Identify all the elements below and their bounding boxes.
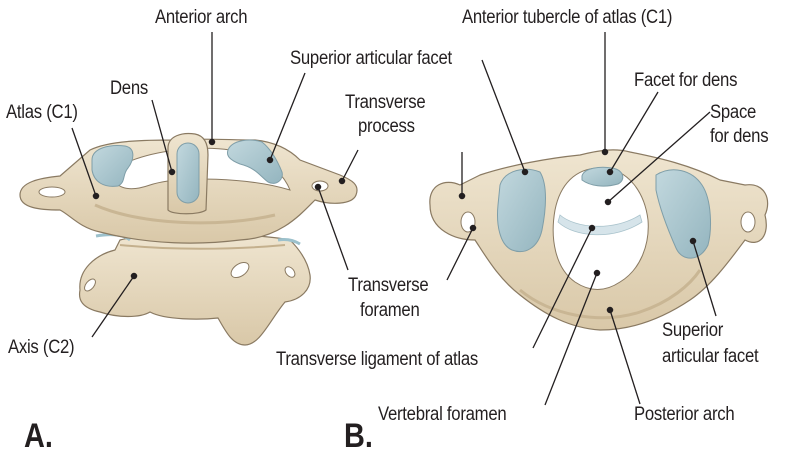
facet-right-a: [227, 139, 283, 184]
label-anterior-tubercle: Anterior tubercle of atlas (C1): [462, 7, 673, 28]
label-vertebral-foramen: Vertebral foramen: [378, 404, 507, 425]
label-space-for-dens-line1: Space: [710, 102, 757, 123]
facet-left-b: [497, 168, 546, 253]
label-superior-articular-facet-a: Superior articular facet: [290, 48, 452, 69]
facet-for-dens: [581, 166, 624, 187]
label-superior-articular-facet-b-line1: Superior: [662, 320, 724, 341]
panel-label-b: B.: [344, 417, 373, 455]
label-superior-articular-facet-b-line2: articular facet: [662, 346, 759, 367]
label-facet-for-dens: Facet for dens: [634, 70, 738, 91]
label-transverse-ligament: Transverse ligament of atlas: [276, 349, 479, 370]
label-transverse-foramen-line2: foramen: [360, 300, 420, 321]
label-anterior-arch: Anterior arch: [155, 7, 248, 28]
label-space-for-dens-line2: for dens: [710, 126, 769, 147]
label-transverse-foramen-line1: Transverse: [348, 275, 429, 296]
panel-label-a: A.: [24, 417, 53, 455]
label-dens: Dens: [110, 78, 148, 99]
axis-c2-bone: [78, 233, 311, 346]
label-axis-c2: Axis (C2): [8, 337, 75, 358]
facet-right-b: [655, 169, 711, 259]
label-transverse-process-line1: Transverse: [345, 92, 426, 113]
leader-lines: [71, 32, 717, 406]
transverse-ligament: [557, 214, 643, 236]
label-transverse-process-line2: process: [358, 116, 415, 137]
dens: [167, 132, 209, 215]
facet-left-a: [91, 145, 134, 187]
label-posterior-arch: Posterior arch: [634, 404, 735, 425]
label-atlas-c1: Atlas (C1): [6, 102, 78, 123]
